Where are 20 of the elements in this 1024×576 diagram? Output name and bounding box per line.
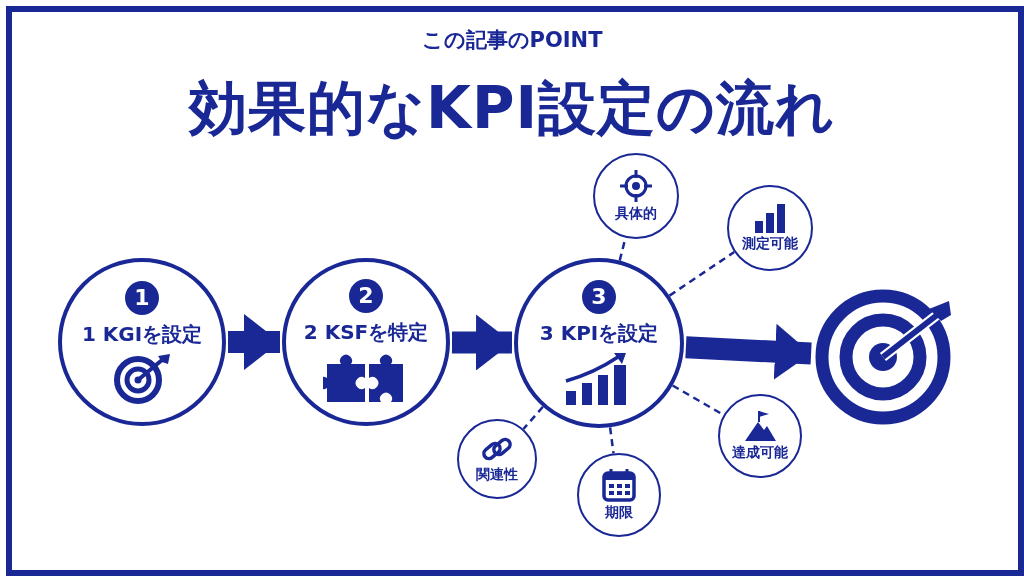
number-badge: 1: [125, 280, 159, 315]
number-badge: 2: [349, 278, 383, 313]
step-label: 2 KSFを特定: [303, 318, 429, 346]
arrow: [451, 314, 513, 371]
target-drawing: [813, 287, 953, 427]
feature-label: 期限: [605, 504, 633, 522]
feature-label: 達成可能: [732, 444, 788, 462]
dashed-line: [608, 427, 615, 454]
dashed-line: [522, 405, 544, 430]
feature-label: 関連性: [476, 466, 518, 484]
arrow: [685, 323, 812, 380]
arrow: [228, 314, 280, 370]
title: 効果的なKPI設定の流れ: [187, 73, 836, 144]
feature-label: 具体的: [615, 205, 657, 223]
step-label: 3 KPIを設定: [539, 319, 659, 347]
feature-label: 測定可能: [742, 235, 798, 253]
step-label: 1 KGIを設定: [81, 320, 203, 348]
number-badge: 3: [582, 279, 616, 314]
dashed-line: [668, 250, 735, 297]
subheading: この記事のPOINT: [420, 27, 604, 54]
